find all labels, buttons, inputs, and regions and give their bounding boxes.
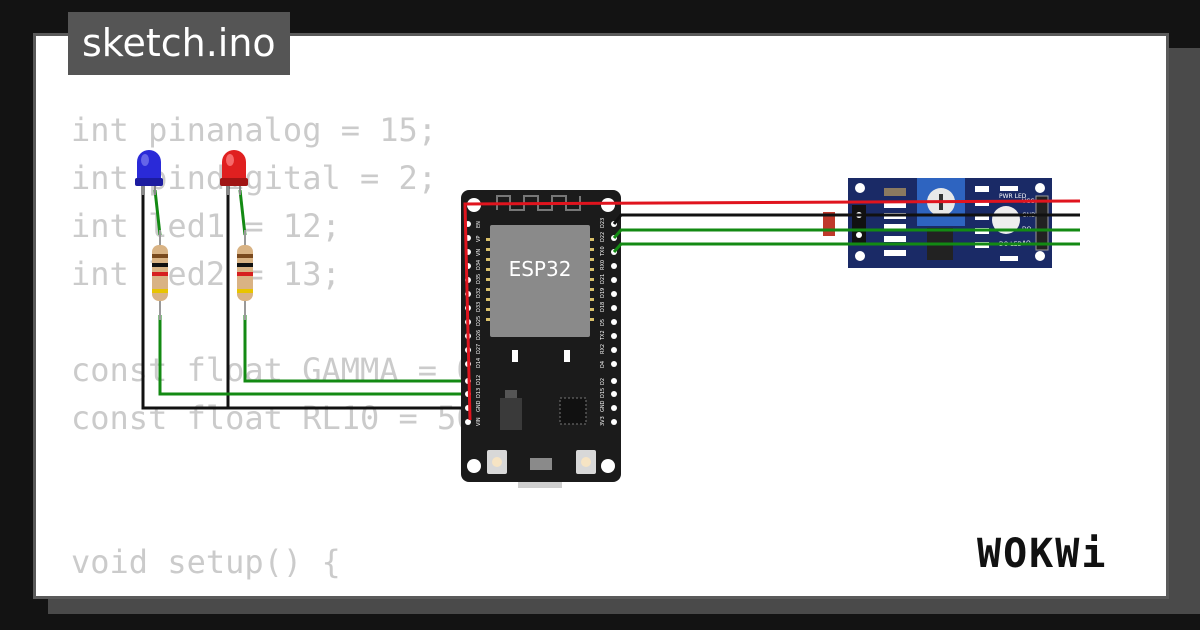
wire-led2-cathode[interactable]: [226, 185, 465, 410]
pin-label: 3V3: [600, 416, 606, 426]
pin-label: D15: [600, 388, 606, 398]
wire-led1-resistor[interactable]: [158, 315, 465, 396]
pin-label: D35: [476, 274, 482, 284]
pin-label: D21: [600, 274, 606, 284]
wire-led1-anode[interactable]: [153, 189, 162, 236]
light-sensor-module[interactable]: PWR LED DO LED VCC GND DO AO: [823, 178, 1052, 268]
pin-label: D5: [600, 319, 606, 326]
code-line: void setup() {: [71, 543, 341, 581]
wire-led1-cathode[interactable]: [141, 185, 465, 410]
led-blue[interactable]: [135, 150, 163, 195]
pin-label: VP: [476, 236, 482, 242]
pin-label: D13: [476, 388, 482, 398]
pin-label: D22: [600, 232, 606, 242]
pin-label: VIN: [476, 417, 482, 426]
board-label: ESP32: [509, 257, 572, 281]
pin-label: D23: [600, 218, 606, 228]
file-name-tab[interactable]: sketch.ino: [68, 12, 290, 75]
pin-label: D26: [476, 330, 482, 340]
sensor-wires: [463, 199, 1081, 421]
pin-label: D27: [476, 344, 482, 354]
pin-label: TX0: [600, 246, 606, 257]
led-wires: [141, 185, 465, 410]
pin-label: D19: [600, 288, 606, 298]
wire-led2-resistor[interactable]: [243, 315, 465, 383]
board-pin-labels-right: D23 D22 TX0 RX0 D21 D19 D18 D5 TX2 RX2 D…: [600, 218, 606, 426]
pin-label: GND: [600, 400, 606, 412]
pin-label: D18: [600, 302, 606, 312]
resistor-2[interactable]: [237, 230, 253, 320]
code-line: const float RL10 = 50: [71, 399, 476, 437]
pin-label: D32: [476, 288, 482, 298]
pin-label: D4: [600, 361, 606, 368]
pwr-led-label: PWR LED: [999, 193, 1027, 200]
pin-label: D2: [600, 378, 606, 385]
code-line: int pinanalog = 15;: [71, 111, 438, 149]
pin-label: TX2: [600, 330, 606, 341]
pin-label: RX2: [600, 344, 606, 354]
board-pin-labels-left: EN VP VN D34 D35 D32 D33 D25 D26 D27 D14…: [476, 221, 482, 426]
led-red[interactable]: [220, 150, 248, 195]
code-line: int pindigital = 2;: [71, 159, 438, 197]
wokwi-logo-text: WOKWi: [977, 531, 1107, 577]
esp32-board[interactable]: ESP32 EN VP VN D34: [461, 190, 621, 488]
pin-label: VN: [476, 249, 482, 256]
pin-label: D34: [476, 260, 482, 270]
pin-label: D25: [476, 316, 482, 326]
wokwi-logo: WOKWi: [977, 531, 1107, 577]
wire-do[interactable]: [612, 228, 1080, 239]
code-line: Serial.begin(115200);: [71, 586, 515, 596]
pin-label: GND: [476, 400, 482, 412]
pin-label: D14: [476, 358, 482, 368]
pin-label: EN: [476, 221, 482, 228]
wire-gnd[interactable]: [612, 213, 1080, 225]
wire-vcc[interactable]: [463, 199, 1081, 421]
pin-label: D12: [476, 375, 482, 385]
wire-ao[interactable]: [612, 242, 1080, 253]
wire-led2-anode[interactable]: [238, 189, 247, 236]
resistor-1[interactable]: [152, 230, 168, 320]
pin-label: D33: [476, 302, 482, 312]
pin-label: RX0: [600, 260, 606, 270]
